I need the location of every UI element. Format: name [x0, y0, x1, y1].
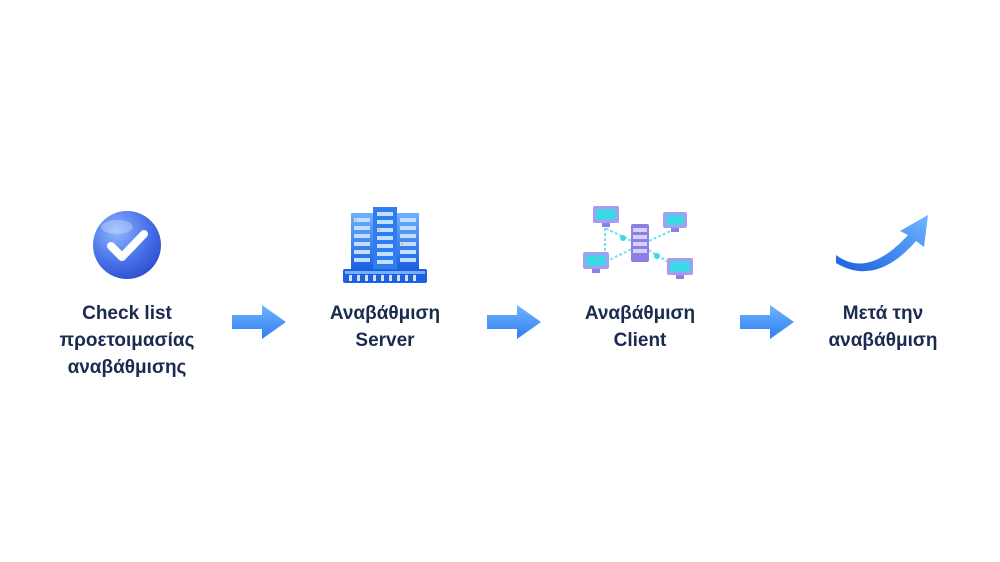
step-label-line: Αναβάθμιση	[329, 303, 441, 324]
server-building-icon	[295, 200, 475, 290]
step-label-line: Μετά την	[842, 303, 924, 324]
step-client-upgrade: Αναβάθμιση Client	[550, 200, 730, 354]
network-clients-icon	[550, 200, 730, 290]
checkmark-badge-icon	[37, 200, 217, 290]
step-after-upgrade: Μετά την αναβάθμιση	[793, 200, 973, 354]
step-label: Μετά την αναβάθμιση	[793, 300, 973, 354]
step-label-line: Server	[355, 330, 415, 351]
right-arrow-icon	[738, 302, 796, 342]
right-arrow-icon	[485, 302, 543, 342]
step-label-line: Client	[613, 330, 667, 351]
step-server-upgrade: Αναβάθμιση Server	[295, 200, 475, 354]
step-label-line: αναβάθμιση	[828, 330, 938, 351]
step-label: Check list προετοιμασίας αναβάθμισης	[37, 300, 217, 381]
step-label-line: αναβάθμισης	[67, 357, 187, 378]
step-label: Αναβάθμιση Server	[295, 300, 475, 354]
step-label-line: προετοιμασίας	[59, 330, 195, 351]
step-label-line: Check list	[82, 303, 172, 324]
step-checklist: Check list προετοιμασίας αναβάθμισης	[37, 200, 217, 381]
right-arrow-icon	[230, 302, 288, 342]
step-label-line: Αναβάθμιση	[584, 303, 696, 324]
step-label: Αναβάθμιση Client	[550, 300, 730, 354]
upward-trend-arrow-icon	[793, 200, 973, 290]
